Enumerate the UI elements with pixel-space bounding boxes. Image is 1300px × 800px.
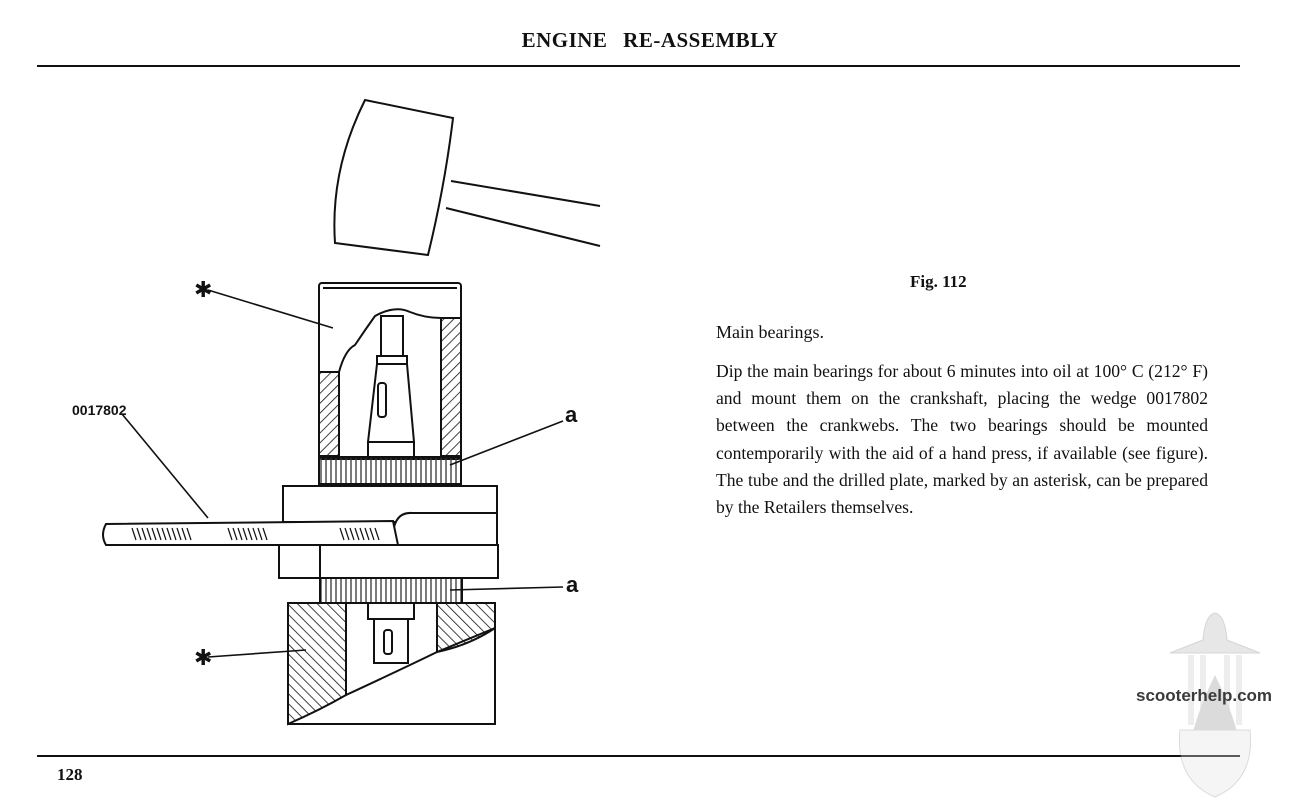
bearing-top (318, 456, 462, 485)
leader-lines (121, 289, 564, 658)
drilled-plate-bottom (287, 602, 496, 726)
body-paragraph: Dip the main bearings for about 6 minute… (716, 361, 1208, 518)
wedge-part-number-label: 0017802 (72, 402, 127, 418)
bearing-label-bottom: a (566, 572, 579, 597)
mallet-icon (333, 98, 601, 257)
page-number: 128 (57, 765, 83, 784)
bearing-bottom (319, 577, 463, 604)
press-tube-top (318, 282, 462, 460)
crankweb-upper (282, 485, 498, 546)
figure-caption: Fig. 112 (910, 272, 967, 291)
asterisk-marker-top: ✱ (194, 277, 212, 302)
scooter-watermark-icon (1169, 612, 1261, 798)
crankweb-lower (278, 544, 499, 579)
watermark-text: scooterhelp.com (1136, 686, 1273, 705)
asterisk-marker-bottom: ✱ (194, 645, 212, 670)
header-rule (37, 65, 1240, 67)
page-title: ENGINE RE-ASSEMBLY (521, 28, 779, 52)
bearing-label-top: a (565, 402, 578, 427)
figure-112-drawing: 0017802 a a ✱ ✱ (72, 98, 601, 726)
footer-rule (37, 755, 1240, 757)
wedge-0017802 (102, 519, 400, 546)
section-heading: Main bearings. (716, 322, 824, 342)
